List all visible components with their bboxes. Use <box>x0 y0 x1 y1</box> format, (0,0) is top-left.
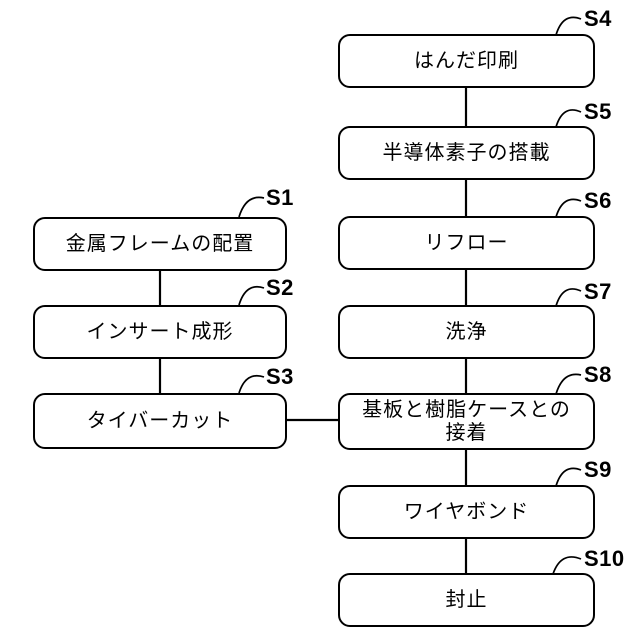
leader-line-s3 <box>238 374 265 394</box>
leader-line-s10 <box>552 556 582 575</box>
flow-step-s4-label: はんだ印刷 <box>414 49 519 72</box>
flow-step-s8-label-line2: 接着 <box>445 421 488 444</box>
leader-line-s8 <box>555 373 582 395</box>
step-ref-s10: S10 <box>584 546 625 571</box>
flow-step-s5-label: 半導体素子の搭載 <box>382 141 551 164</box>
flow-step-s10-label: 封止 <box>445 588 488 611</box>
step-ref-s8: S8 <box>584 362 612 387</box>
leader-line-s5 <box>555 109 582 128</box>
flow-step-s8-label-line1: 基板と樹脂ケースとの <box>362 398 571 421</box>
flow-step-s4-solder-printing: はんだ印刷 <box>338 34 595 88</box>
flow-step-s10-sealing: 封止 <box>338 573 595 627</box>
step-ref-s7: S7 <box>584 279 612 304</box>
leader-line-s9 <box>555 467 582 487</box>
flow-step-s2-label: インサート成形 <box>86 320 234 343</box>
step-ref-s5: S5 <box>584 99 612 124</box>
leader-line-s1 <box>238 196 265 218</box>
leader-line-s6 <box>555 198 582 218</box>
flow-step-s7-cleaning: 洗浄 <box>338 305 595 359</box>
leader-line-s7 <box>555 288 582 307</box>
flow-step-s2-insert-molding: インサート成形 <box>33 305 287 359</box>
flow-step-s9-wire-bonding: ワイヤボンド <box>338 485 595 539</box>
flow-step-s3-label: タイバーカット <box>86 409 234 432</box>
step-ref-s9: S9 <box>584 457 612 482</box>
leader-line-s4 <box>555 16 582 36</box>
flow-step-s7-label: 洗浄 <box>445 320 488 343</box>
flow-step-s1-label: 金属フレームの配置 <box>65 232 255 255</box>
flow-step-s1-metal-frame-placement: 金属フレームの配置 <box>33 217 287 271</box>
flow-step-s3-tie-bar-cut: タイバーカット <box>33 393 287 449</box>
flow-step-s6-reflow: リフロー <box>338 216 595 270</box>
step-ref-s6: S6 <box>584 188 612 213</box>
step-ref-s3: S3 <box>266 364 294 389</box>
flow-step-s9-label: ワイヤボンド <box>403 500 530 523</box>
leader-line-s2 <box>238 285 265 306</box>
step-ref-s2: S2 <box>266 275 294 300</box>
step-ref-s1: S1 <box>266 185 294 210</box>
flow-step-s8-substrate-resin-case-bonding: 基板と樹脂ケースとの 接着 <box>338 393 595 450</box>
step-ref-s4: S4 <box>584 6 612 31</box>
flow-step-s6-label: リフロー <box>424 231 509 254</box>
flow-step-s5-semiconductor-mounting: 半導体素子の搭載 <box>338 126 595 180</box>
